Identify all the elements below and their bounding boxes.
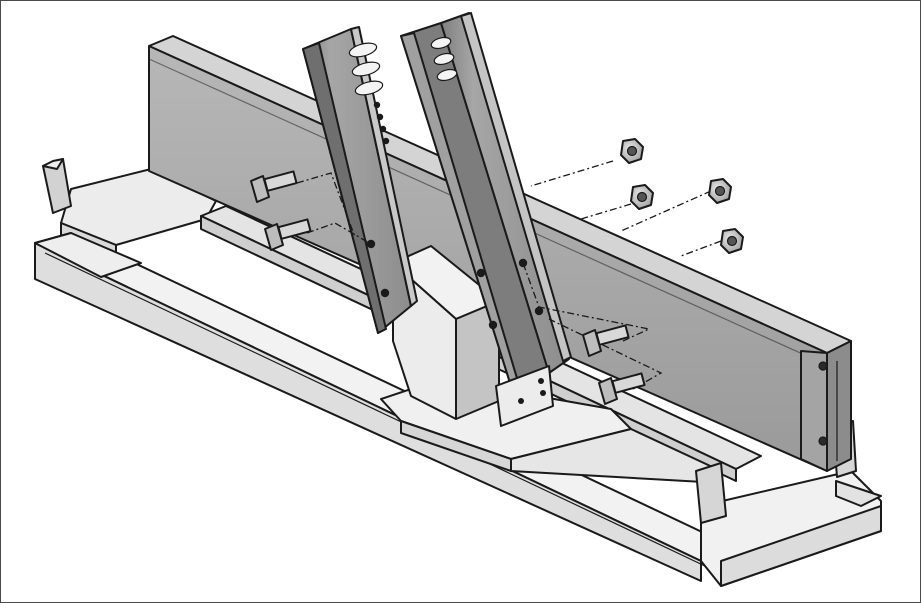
base-end-left	[34, 232, 142, 278]
bolt-icon	[598, 372, 646, 405]
nut-icon	[620, 138, 644, 164]
left-bracket-slots	[348, 42, 390, 298]
end-tab-right	[695, 462, 727, 524]
nut-icon	[720, 228, 744, 254]
nut-icon	[630, 184, 654, 210]
bolt-icon	[582, 324, 630, 357]
bolt-icon	[264, 218, 312, 251]
left-bracket	[302, 26, 418, 334]
beam-end-face	[826, 340, 852, 472]
bolt-icon	[250, 170, 298, 203]
nut-icon	[708, 178, 732, 204]
nuts	[620, 138, 744, 254]
right-bracket	[400, 12, 572, 427]
base-frame	[34, 158, 882, 587]
right-bracket-slots	[430, 36, 544, 330]
bolts	[250, 170, 646, 405]
